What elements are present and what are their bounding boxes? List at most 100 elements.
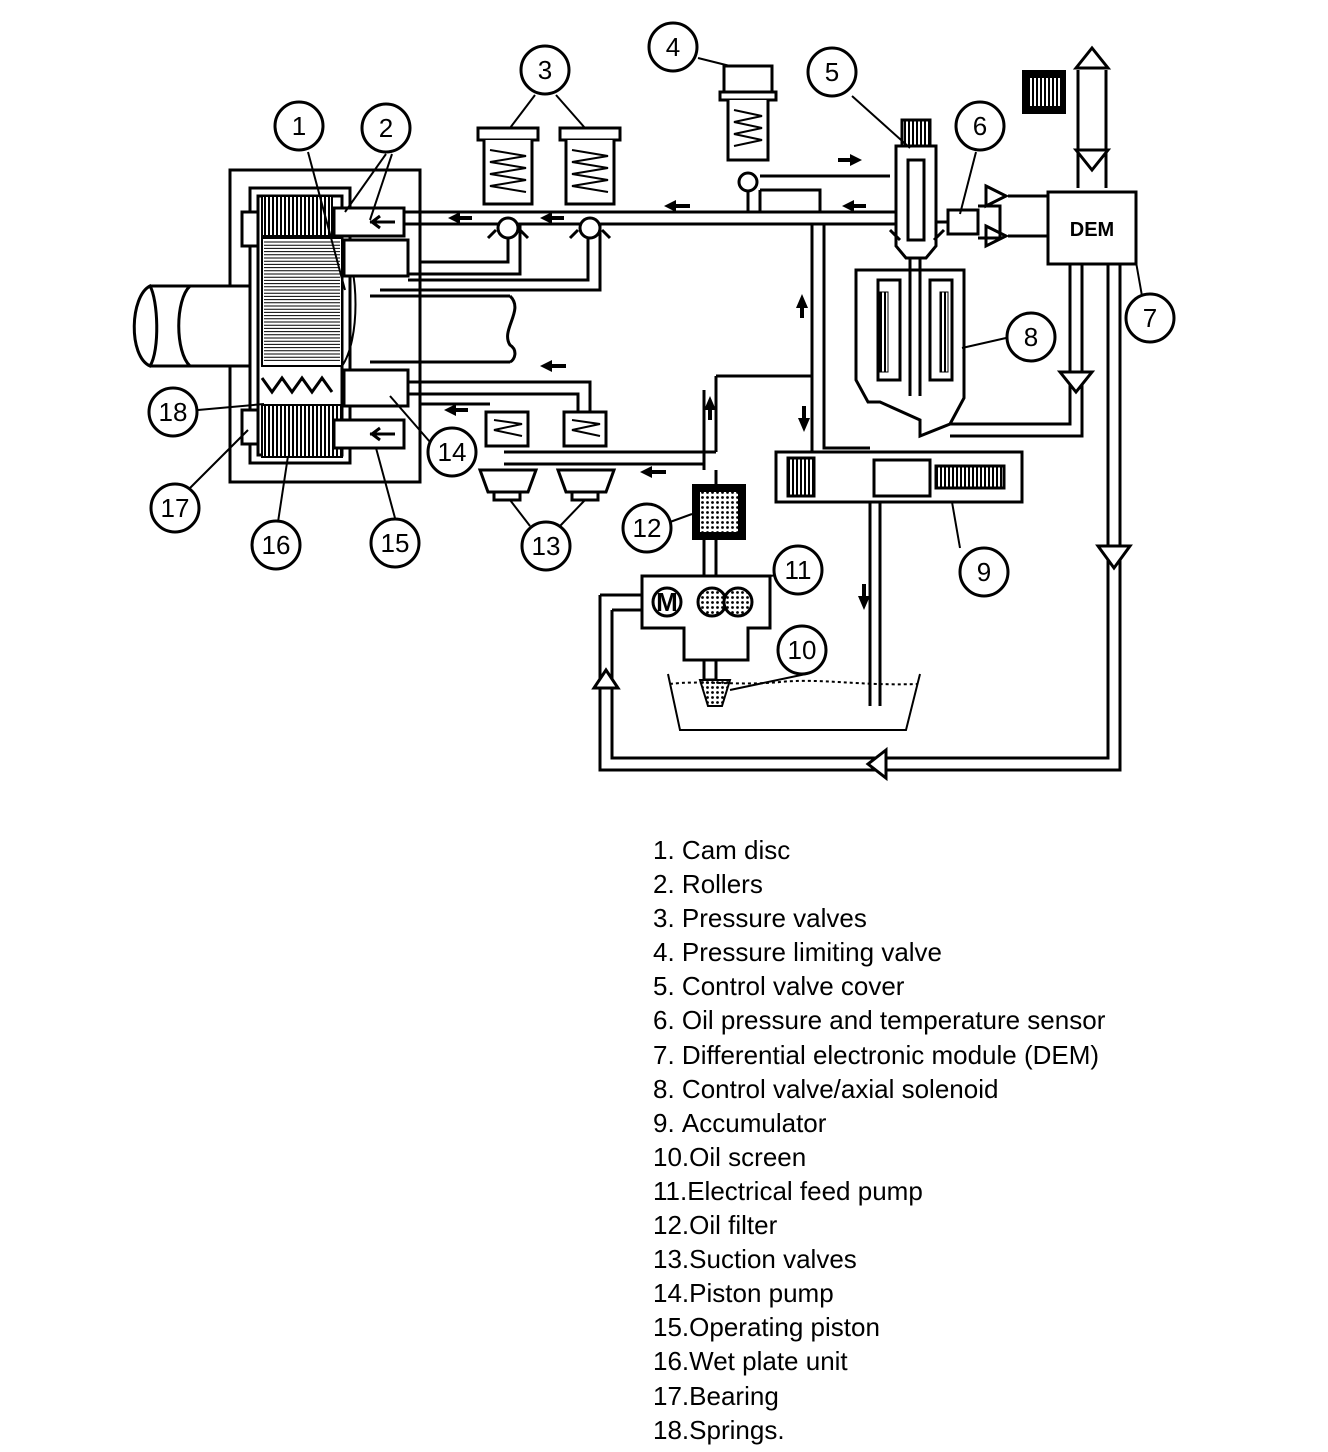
legend-item-label: Cam disc	[681, 835, 791, 865]
leader-lines	[187, 57, 1143, 691]
accumulator	[774, 450, 1024, 504]
callout-circle	[360, 102, 412, 154]
piston-pump	[332, 368, 410, 450]
legend-item-number: 11.	[653, 1175, 688, 1206]
legend-item: 2. Rollers	[653, 867, 1105, 901]
legend-item: 9. Accumulator	[653, 1106, 1105, 1140]
legend-item: 17.Bearing	[653, 1379, 1105, 1413]
pressure-limiting-valve	[718, 64, 778, 193]
suction-valve-1	[477, 410, 539, 502]
callout-circle	[621, 502, 673, 554]
output-shaft	[370, 294, 517, 364]
callout-number: 14	[438, 437, 467, 467]
callout-5: 5	[806, 46, 858, 98]
piston-pump-top	[332, 206, 410, 278]
control-valve-axial-solenoid	[854, 258, 966, 439]
flow-arrows	[444, 154, 870, 610]
legend-item: 4. Pressure limiting valve	[653, 935, 1105, 969]
callout-circle	[520, 520, 572, 572]
pressure-valve-2	[558, 126, 622, 240]
legend-item: 3. Pressure valves	[653, 901, 1105, 935]
legend-item-number: 3.	[653, 903, 682, 934]
legend-item-label: Springs.	[689, 1414, 785, 1445]
legend-item-label: Piston pump	[689, 1278, 834, 1309]
oil-sump	[667, 673, 921, 731]
legend-item-number: 6.	[653, 1005, 682, 1036]
callout-circle	[250, 519, 302, 571]
legend-item: 14.Piston pump	[653, 1276, 1105, 1310]
callout-17: 17	[149, 482, 201, 534]
callout-circle	[806, 46, 858, 98]
input-shaft	[132, 284, 252, 368]
callout-circle	[147, 386, 199, 438]
callout-circle	[519, 44, 571, 96]
callout-number: 18	[159, 397, 188, 427]
bearing-top	[240, 210, 260, 248]
callout-number: 6	[973, 111, 987, 141]
legend-item-number: 1.	[653, 835, 682, 865]
pressure-valve-1	[476, 126, 540, 240]
legend-item-number: 5.	[653, 971, 682, 1002]
oil-pressure-temperature-sensor	[936, 204, 1002, 240]
callout-11: 11	[772, 544, 824, 596]
legend-item: 12.Oil filter	[653, 1208, 1105, 1242]
legend-item: 6. Oil pressure and temperature sensor	[653, 1003, 1105, 1037]
callout-circle	[426, 426, 478, 478]
callout-number: 1	[292, 111, 306, 141]
legend-item-label: Bearing	[689, 1380, 779, 1411]
legend-item: 1. Cam disc	[653, 833, 1105, 867]
legend-item-label: Suction valves	[689, 1244, 857, 1275]
cam-disc	[261, 237, 357, 367]
callout-number: 9	[977, 557, 991, 587]
callout-13: 13	[520, 520, 572, 572]
can-bus-icon	[1022, 70, 1066, 114]
callout-7: 7	[1124, 292, 1176, 344]
callout-10: 10	[776, 624, 828, 676]
callout-circle	[149, 482, 201, 534]
callout-3: 3	[519, 44, 571, 96]
bearing	[240, 408, 260, 446]
callout-18: 18	[147, 386, 199, 438]
legend-item-number: 12.	[653, 1210, 690, 1241]
legend-item: 7. Differential electronic module (DEM)	[653, 1038, 1105, 1072]
callout-1: 1	[273, 100, 325, 152]
suction-valve-2	[555, 410, 617, 502]
callout-number: 17	[161, 493, 190, 523]
callout-9: 9	[958, 546, 1010, 598]
callout-8: 8	[1005, 311, 1057, 363]
legend-item-label: Oil filter	[689, 1210, 778, 1241]
callout-number: 8	[1024, 322, 1038, 352]
legend-item-number: 9.	[653, 1107, 682, 1138]
callout-number: 13	[532, 531, 561, 561]
callout-circle	[647, 21, 699, 73]
legend-item-number: 7.	[653, 1039, 682, 1070]
legend-item-label: Wet plate unit	[689, 1346, 848, 1377]
legend-item: 10.Oil screen	[653, 1140, 1105, 1174]
callout-circle	[369, 517, 421, 569]
wet-plate-unit-top	[261, 195, 333, 237]
callout-15: 15	[369, 517, 421, 569]
callout-circle	[273, 100, 325, 152]
callout-6: 6	[954, 100, 1006, 152]
callout-number: 4	[666, 32, 680, 62]
callout-number: 11	[785, 555, 812, 585]
legend-item-number: 17.	[653, 1380, 690, 1411]
callout-number: 2	[379, 113, 393, 143]
callout-circle	[958, 546, 1010, 598]
electrical-feed-pump: M	[640, 574, 772, 662]
callout-16: 16	[250, 519, 302, 571]
legend-item-label: Accumulator	[681, 1107, 827, 1138]
callout-circle	[954, 100, 1006, 152]
callout-2: 2	[360, 102, 412, 154]
dem-module: DEM	[1008, 190, 1138, 266]
oil-filter	[692, 484, 746, 540]
callout-number: 12	[633, 513, 662, 543]
callout-circle	[776, 624, 828, 676]
legend-item-label: Oil pressure and temperature sensor	[681, 1005, 1106, 1036]
legend-item-number: 10.	[653, 1141, 690, 1172]
callout-12: 12	[621, 502, 673, 554]
callout-circle	[772, 544, 824, 596]
legend-item-label: Electrical feed pump	[687, 1175, 923, 1206]
legend-item: 11.Electrical feed pump	[653, 1174, 1105, 1208]
